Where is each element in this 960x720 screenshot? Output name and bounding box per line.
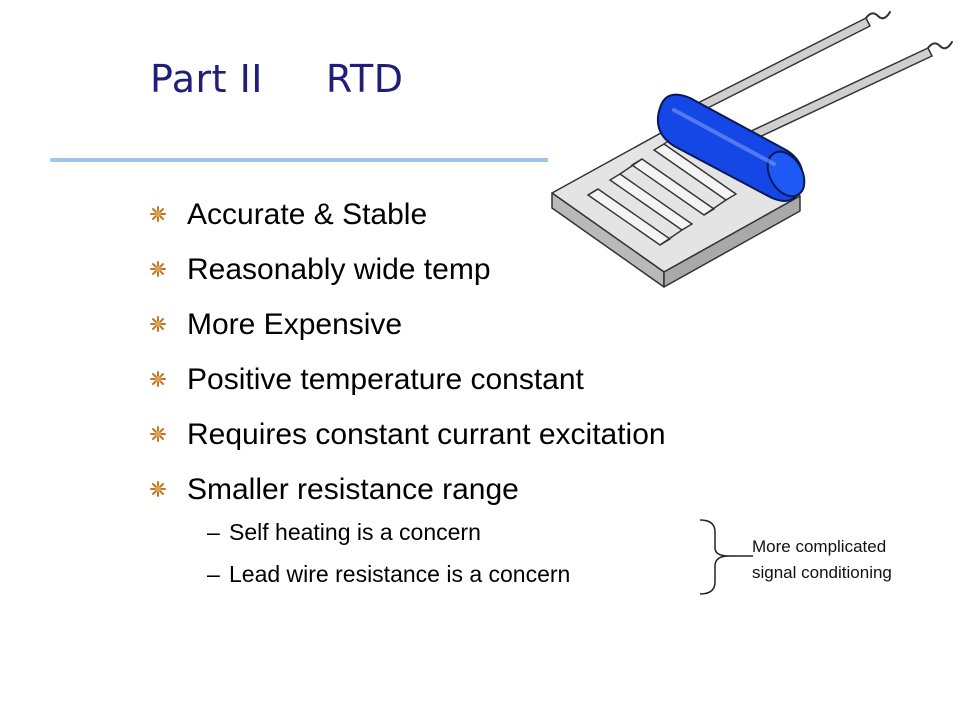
bullet-item: Requires constant currant excitation bbox=[150, 413, 870, 468]
bullet-text: Reasonably wide temp bbox=[187, 253, 491, 286]
starburst-bullet-icon bbox=[150, 261, 166, 277]
sub-bullet-text: Lead wire resistance is a concern bbox=[229, 561, 571, 587]
bullet-item: Smaller resistance range bbox=[150, 468, 870, 523]
bullet-text: Smaller resistance range bbox=[187, 473, 519, 506]
bullet-text: Accurate & Stable bbox=[187, 198, 428, 231]
bullet-item: Accurate & Stable bbox=[150, 193, 870, 248]
note-line-1: More complicated bbox=[752, 537, 887, 556]
sub-bullet-list: – Self heating is a concern – Lead wire … bbox=[207, 514, 727, 598]
starburst-bullet-icon bbox=[150, 426, 166, 442]
slide-title: Part II RTD bbox=[150, 57, 404, 101]
starburst-bullet-icon bbox=[150, 371, 166, 387]
sub-bullet-dash: – bbox=[207, 519, 220, 545]
signal-conditioning-note: More complicated signal conditioning bbox=[752, 534, 892, 586]
bullet-item: Positive temperature constant bbox=[150, 358, 870, 413]
rtd-sensor-illustration bbox=[548, 0, 960, 290]
title-underline bbox=[50, 158, 570, 162]
starburst-bullet-icon bbox=[150, 481, 166, 497]
bullet-item: More Expensive bbox=[150, 303, 870, 358]
bullet-text: More Expensive bbox=[187, 308, 403, 341]
bullet-item: Reasonably wide temp bbox=[150, 248, 870, 303]
starburst-bullet-icon bbox=[150, 316, 166, 332]
bullet-text: Positive temperature constant bbox=[187, 363, 584, 396]
bullet-list: Accurate & Stable Reasonably wide temp M… bbox=[150, 193, 870, 523]
bullet-text: Requires constant currant excitation bbox=[187, 418, 666, 451]
sub-bullet-item: – Lead wire resistance is a concern bbox=[207, 556, 727, 598]
starburst-bullet-icon bbox=[150, 206, 166, 222]
sub-bullet-dash: – bbox=[207, 561, 220, 587]
curly-brace-icon bbox=[699, 519, 753, 595]
note-line-2: signal conditioning bbox=[752, 563, 892, 582]
sub-bullet-text: Self heating is a concern bbox=[229, 519, 481, 545]
sub-bullet-item: – Self heating is a concern bbox=[207, 514, 727, 556]
